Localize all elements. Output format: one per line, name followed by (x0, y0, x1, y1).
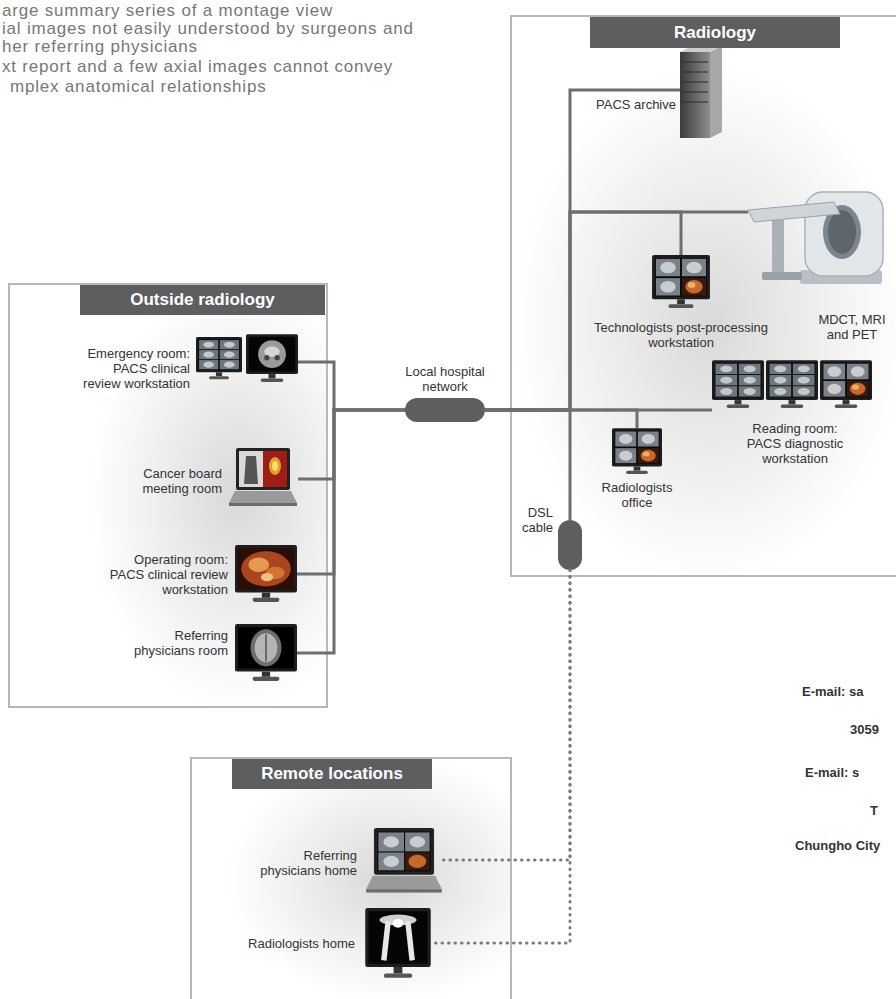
note-text: arge summary series of a montage view (2, 1, 333, 20)
device-label: Radiologists office (592, 480, 682, 510)
note-text: her referring physicians (2, 37, 198, 56)
text-slot: Reading room: PACS diagnostic workstatio… (740, 421, 850, 466)
device-label: Referring physicians home (252, 848, 357, 878)
text-slot: MDCT, MRI and PET (812, 312, 892, 342)
zone-heading: Outside radiology (80, 285, 325, 315)
address-text: Chungho City (795, 838, 880, 853)
address-text: 3059 (850, 722, 879, 737)
text-slot: Referring physicians home (252, 848, 357, 878)
text-slot: ial images not easily understood by surg… (2, 19, 414, 38)
text-slot: Radiologists office (592, 480, 682, 510)
device-label: Radiologists home (240, 936, 355, 951)
device-node: Radiologists office (612, 428, 662, 475)
device-label: Technologists post-processing workstatio… (581, 320, 781, 350)
device-node: MDCT, MRI and PET (748, 190, 888, 290)
device-node: Radiologists home (365, 908, 431, 980)
device-node: Cancer board meeting room (228, 448, 298, 510)
zone-panel: Remote locationsReferring physicians hom… (190, 757, 512, 999)
device-node: Technologists post-processing workstatio… (652, 255, 710, 309)
text-slot: Radiology (590, 17, 840, 48)
device-node: Reading room: PACS diagnostic workstatio… (712, 355, 872, 413)
text-slot: her referring physicians (2, 37, 198, 56)
zone-panel: RadiologyPACS archiveMDCT, MRI and PETTe… (510, 15, 896, 577)
device-node: Operating room: PACS clinical review wor… (235, 545, 297, 603)
device-label: Emergency room: PACS clinical review wor… (78, 346, 190, 391)
device-label: Local hospital network (395, 364, 495, 394)
note-text: ial images not easily understood by surg… (2, 19, 414, 38)
zone-panel: Outside radiologyEmergency room: PACS cl… (8, 283, 328, 708)
text-slot: Remote locations (232, 759, 432, 789)
zone-heading: Radiology (590, 17, 840, 48)
text-slot: Referring physicians room (123, 628, 228, 658)
text-slot: DSL cable (515, 505, 553, 535)
text-slot: xt report and a few axial images cannot … (2, 57, 393, 76)
text-slot: T (870, 803, 878, 818)
text-slot: Local hospital network (395, 364, 495, 394)
device-node: Emergency room: PACS clinical review wor… (196, 332, 298, 384)
text-slot: E-mail: sa (802, 684, 863, 699)
text-slot: E-mail: s (805, 765, 859, 780)
text-slot: Radiologists home (240, 936, 355, 951)
address-text: E-mail: sa (802, 684, 863, 699)
text-slot: Outside radiology (80, 285, 325, 315)
text-slot: Chungho City (795, 838, 880, 853)
text-slot: 3059 (850, 722, 879, 737)
device-label: PACS archive (586, 97, 676, 112)
zone-heading: Remote locations (232, 759, 432, 789)
note-text: mplex anatomical relationships (10, 77, 266, 96)
device-label: Referring physicians room (123, 628, 228, 658)
note-text: xt report and a few axial images cannot … (2, 57, 393, 76)
device-label: MDCT, MRI and PET (812, 312, 892, 342)
text-slot: mplex anatomical relationships (10, 77, 266, 96)
text-slot: arge summary series of a montage view (2, 1, 333, 20)
device-label: Operating room: PACS clinical review wor… (103, 552, 228, 597)
text-slot: PACS archive (586, 97, 676, 112)
address-text: E-mail: s (805, 765, 859, 780)
text-slot: Operating room: PACS clinical review wor… (103, 552, 228, 597)
text-slot: Emergency room: PACS clinical review wor… (78, 346, 190, 391)
device-label: DSL cable (515, 505, 553, 535)
network-pill: DSL cable (558, 520, 582, 570)
device-label: Reading room: PACS diagnostic workstatio… (740, 421, 850, 466)
device-node: PACS archive (680, 48, 724, 138)
device-node: Referring physicians home (365, 828, 443, 897)
text-slot: Technologists post-processing workstatio… (581, 320, 781, 350)
text-slot: Cancer board meeting room (132, 466, 222, 496)
network-pill: Local hospital network (405, 398, 485, 422)
device-node: Referring physicians room (235, 624, 297, 682)
address-text: T (870, 803, 878, 818)
device-label: Cancer board meeting room (132, 466, 222, 496)
